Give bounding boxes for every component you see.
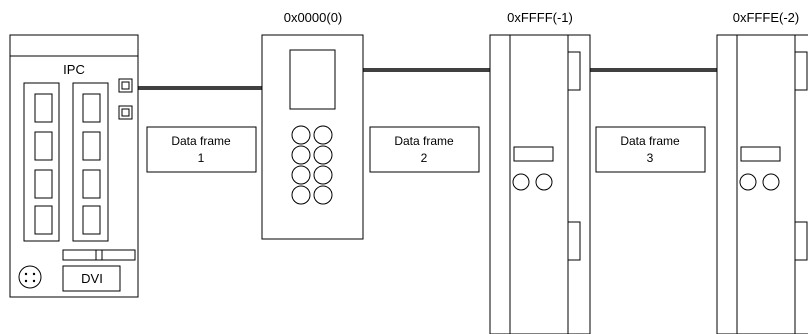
terminal-display: [740, 146, 781, 162]
address-label-device-2: 0xFFFE(-2): [733, 10, 799, 25]
ethercat-terminal-1: [489, 34, 591, 334]
terminal-tab: [794, 51, 808, 91]
data-frame-number: 2: [421, 151, 428, 165]
terminal-led-icon: [739, 173, 780, 191]
terminal-tab: [794, 221, 808, 261]
usb-port-icon: [95, 249, 136, 261]
address-label-coupler: 0x0000(0): [284, 10, 343, 25]
ethercat-terminal-2: [716, 34, 808, 334]
coupler-display: [289, 49, 336, 110]
terminal-body: [716, 34, 808, 334]
ipc-slot: [82, 205, 101, 235]
coupler-body: [261, 34, 364, 240]
ipc-device: IPC DV: [9, 34, 139, 298]
data-frame-number: 3: [647, 151, 654, 165]
ethernet-port-icon: [118, 105, 133, 120]
ipc-slot: [34, 169, 53, 199]
data-frame-label: Data frame: [171, 134, 231, 148]
ipc-slot: [34, 93, 53, 123]
dvi-port: [62, 265, 121, 292]
data-frame-box-1: Data frame 1: [146, 126, 257, 173]
data-frame-label: Data frame: [620, 134, 680, 148]
dvi-label: DVI: [81, 271, 103, 286]
ipc-label: IPC: [63, 62, 85, 77]
ipc-body: [9, 34, 139, 298]
ipc-drive-bay-right: [72, 82, 109, 242]
data-frame-box-2: Data frame 2: [369, 126, 480, 173]
terminal-display: [513, 146, 554, 162]
data-frame-label: Data frame: [394, 134, 454, 148]
coupler-led-icon: [291, 125, 333, 205]
ethernet-port-icon: [118, 78, 133, 93]
ipc-slot: [34, 131, 53, 161]
terminal-led-icon: [512, 173, 553, 191]
ps2-connector-icon: [18, 265, 42, 289]
terminal-tab: [567, 221, 581, 261]
data-frame-box-3: Data frame 3: [595, 126, 706, 173]
ipc-slot: [82, 169, 101, 199]
ipc-slot: [34, 205, 53, 235]
ethercat-coupler: [261, 34, 364, 240]
ipc-slot: [82, 131, 101, 161]
ipc-slot: [82, 93, 101, 123]
data-frame-number: 1: [198, 151, 205, 165]
usb-port-icon: [62, 249, 103, 261]
address-label-device-1: 0xFFFF(-1): [507, 10, 573, 25]
terminal-tab: [567, 51, 581, 91]
ipc-drive-bay-left: [23, 82, 60, 242]
